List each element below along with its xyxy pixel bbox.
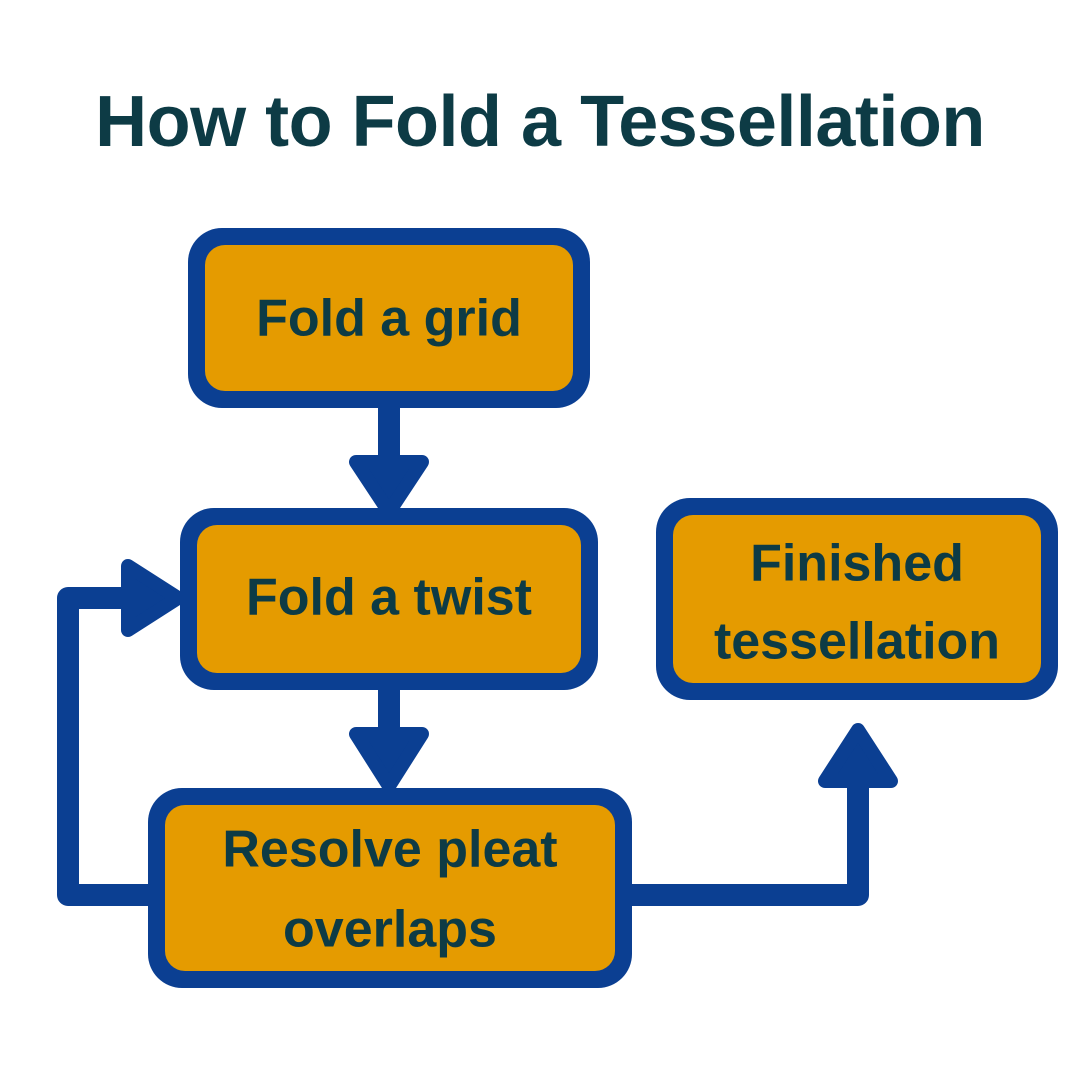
node-finished-tessellation-label-line1: Finished: [750, 535, 964, 593]
node-resolve-pleat-overlaps-fill: [165, 805, 615, 971]
edge-resolve-to-finished-shaft: [613, 764, 869, 906]
edge-resolve-to-finished: [613, 723, 898, 906]
node-resolve-pleat-overlaps-label-line2: overlaps: [283, 901, 497, 959]
node-finished-tessellation-fill: [673, 515, 1041, 683]
node-fold-a-twist-label: Fold a twist: [246, 569, 532, 627]
node-fold-a-grid[interactable]: Fold a grid: [188, 228, 590, 408]
edge-resolve-to-twist-shaft: [57, 587, 167, 906]
node-finished-tessellation[interactable]: Finished tessellation: [656, 498, 1058, 700]
node-resolve-pleat-overlaps[interactable]: Resolve pleat overlaps: [148, 788, 632, 988]
node-fold-a-twist-fill: [197, 525, 581, 673]
node-finished-tessellation-label-line2: tessellation: [714, 613, 1000, 671]
node-resolve-pleat-overlaps-label-line1: Resolve pleat: [222, 821, 557, 879]
node-fold-a-twist[interactable]: Fold a twist: [180, 508, 598, 690]
edge-grid-to-twist-arrowhead: [349, 455, 429, 519]
page-title: How to Fold a Tessellation: [95, 82, 985, 162]
edge-resolve-to-finished-arrowhead: [818, 723, 898, 788]
edge-grid-to-twist: [349, 393, 429, 519]
edge-resolve-to-twist-arrowhead: [121, 559, 185, 637]
edge-resolve-to-twist: [57, 559, 185, 906]
node-fold-a-grid-label: Fold a grid: [256, 290, 522, 348]
node-fold-a-grid-fill: [205, 245, 573, 391]
edge-twist-to-resolve-arrowhead: [349, 727, 429, 793]
edge-twist-to-resolve: [349, 675, 429, 793]
